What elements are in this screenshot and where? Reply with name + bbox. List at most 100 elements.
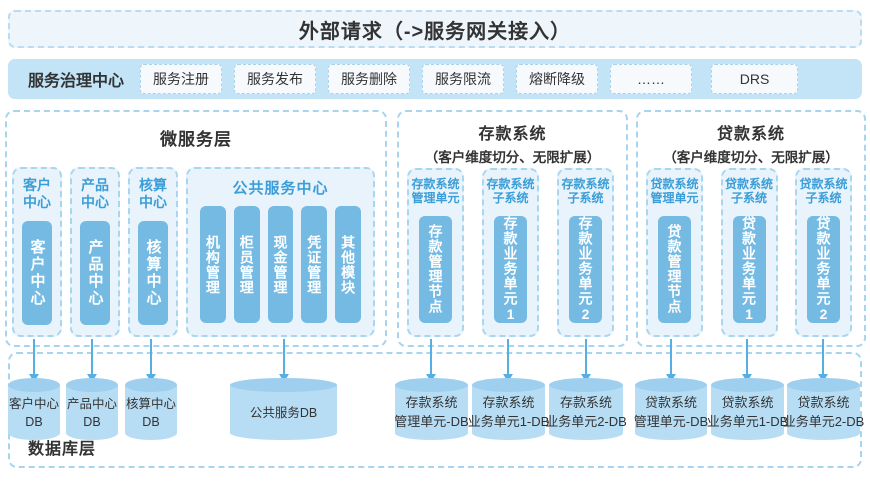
cylinder-body [125,385,177,433]
cylinder-body [66,385,118,433]
cylinder-top [787,378,860,392]
loan-system-panel: 贷款系统 （客户维度切分、无限扩展） 贷款系统 管理单元 贷款管理节点 贷款系统… [636,110,866,347]
loan-groups-row: 贷款系统 管理单元 贷款管理节点 贷款系统 子系统 贷款业务单元1 贷款系统 子… [646,168,852,337]
group-header: 贷款系统 子系统 [724,177,773,206]
org-management-box: 机构管理 [200,206,226,323]
cylinder-bottom [230,426,337,440]
cylinder-body [472,385,545,433]
deposit-system-title: 存款系统 [478,126,547,143]
group-loan-subsystem-2: 贷款系统 子系统 贷款业务单元2 [795,168,852,337]
arrow-down-icon [430,339,432,374]
db-cylinder-deposit-mgmt-unit: 存款系统 管理单元-DB [394,378,469,440]
more-ellipsis-button[interactable]: …… [610,64,693,94]
cylinder-body [395,385,468,433]
db-cylinder-loan-biz-unit-1: 贷款系统 业务单元1-DB [707,378,788,440]
db-label: 贷款系统 管理单元-DB [633,395,709,429]
arrow-down-icon [33,339,35,374]
microservice-groups-row: 客户 中心 客户中心 产品 中心 产品中心 核算 中心 核算中心 公共服务中心 … [12,167,375,337]
voucher-management-box: 凭证管理 [301,206,328,323]
cylinder-top [472,378,545,392]
cylinder-bottom [635,426,707,440]
db-cylinder-public-service: 公共服务DB [230,378,337,440]
cash-management-box: 现金管理 [267,206,294,323]
group-accounting-center: 核算 中心 核算中心 [128,167,178,337]
db-cylinder-loan-biz-unit-2: 贷款系统 业务单元2-DB [783,378,864,440]
db-label: 客户中心 DB [8,396,59,429]
teller-management-box: 柜员管理 [233,206,260,323]
drs-button[interactable]: DRS [711,64,798,94]
database-layer-title: 数据库层 [28,441,97,458]
cylinder-bottom [125,426,177,440]
cylinder-bottom [472,426,545,440]
cylinder-bottom [711,426,784,440]
db-cylinder-product-center: 产品中心 DB [66,378,118,440]
db-label: 存款系统 业务单元2-DB [545,395,627,429]
cylinder-top [711,378,784,392]
cylinder-bottom [787,426,860,440]
customer-center-box: 客户中心 [22,220,52,325]
service-throttle-button[interactable]: 服务限流 [422,64,505,94]
group-deposit-subsystem-1: 存款系统 子系统 存款业务单元1 [482,168,539,337]
group-header: 存款系统 子系统 [561,177,610,206]
cylinder-bottom [549,426,623,440]
deposit-biz-unit-2-box: 存款业务单元2 [569,215,602,323]
cylinder-top [8,378,60,392]
service-delete-button[interactable]: 服务删除 [328,64,411,94]
db-label: 贷款系统 业务单元2-DB [782,395,865,429]
deposit-system-panel: 存款系统 （客户维度切分、无限扩展） 存款系统 管理单元 存款管理节点 存款系统… [397,110,628,347]
cylinder-body [787,385,860,433]
cylinder-body [230,385,337,433]
group-customer-center: 客户 中心 客户中心 [12,167,62,337]
loan-system-subtitle: （客户维度切分、无限扩展） [663,150,839,165]
db-cylinder-deposit-biz-unit-2: 存款系统 业务单元2-DB [545,378,627,440]
cylinder-bottom [8,426,60,440]
arrow-down-icon [507,339,509,374]
loan-system-title: 贷款系统 [716,126,785,143]
service-publish-button[interactable]: 服务发布 [234,64,317,94]
circuit-break-button[interactable]: 熔断降级 [516,64,599,94]
deposit-mgmt-node-box: 存款管理节点 [419,215,452,323]
deposit-groups-row: 存款系统 管理单元 存款管理节点 存款系统 子系统 存款业务单元1 存款系统 子… [407,168,614,337]
group-header: 客户 中心 [23,177,51,210]
loan-biz-unit-2-box: 贷款业务单元2 [807,215,840,323]
arrow-down-icon [283,339,285,374]
db-cylinder-accounting-center: 核算中心 DB [125,378,177,440]
db-cylinder-customer-center: 客户中心 DB [8,378,60,440]
deposit-biz-unit-1-box: 存款业务单元1 [494,215,527,323]
cylinder-body [549,385,623,433]
cylinder-bottom [66,426,118,440]
db-label: 存款系统 业务单元1-DB [467,395,550,429]
arrow-down-icon [91,339,93,374]
group-header: 存款系统 子系统 [486,177,535,206]
group-loan-mgmt-unit: 贷款系统 管理单元 贷款管理节点 [646,168,703,337]
group-loan-subsystem-1: 贷款系统 子系统 贷款业务单元1 [720,168,778,337]
db-label: 产品中心 DB [66,396,117,429]
db-cylinder-deposit-biz-unit-1: 存款系统 业务单元1-DB [468,378,549,440]
loan-biz-unit-1-box: 贷款业务单元1 [732,215,766,323]
cylinder-top [549,378,623,392]
arrow-down-icon [746,339,748,374]
cylinder-body [8,385,60,433]
group-deposit-subsystem-2: 存款系统 子系统 存款业务单元2 [557,168,614,337]
arrow-down-icon [150,339,152,374]
db-label: 存款系统 管理单元-DB [394,395,469,429]
product-center-box: 产品中心 [80,220,110,325]
service-governance-bar: 服务治理中心 服务注册 服务发布 服务删除 服务限流 熔断降级 …… DRS [8,59,862,99]
group-header: 贷款系统 管理单元 [650,177,699,206]
accounting-center-box: 核算中心 [138,220,168,325]
governance-title: 服务治理中心 [28,73,125,90]
cylinder-body [635,385,707,433]
db-label: 贷款系统 业务单元1-DB [706,395,789,429]
other-modules-box: 其他模块 [335,206,361,323]
db-label: 核算中心 DB [125,396,176,429]
public-service-modules-row: 机构管理 柜员管理 现金管理 凭证管理 其他模块 [200,206,361,323]
cylinder-top [230,378,337,392]
arrow-down-icon [822,339,824,374]
group-public-service-center: 公共服务中心 机构管理 柜员管理 现金管理 凭证管理 其他模块 [186,167,375,337]
external-request-label: 外部请求（->服务网关接入） [298,20,572,43]
deposit-system-subtitle: （客户维度切分、无限扩展） [424,150,601,165]
group-header: 产品 中心 [81,177,109,210]
service-register-button[interactable]: 服务注册 [140,64,223,94]
cylinder-top [125,378,177,392]
